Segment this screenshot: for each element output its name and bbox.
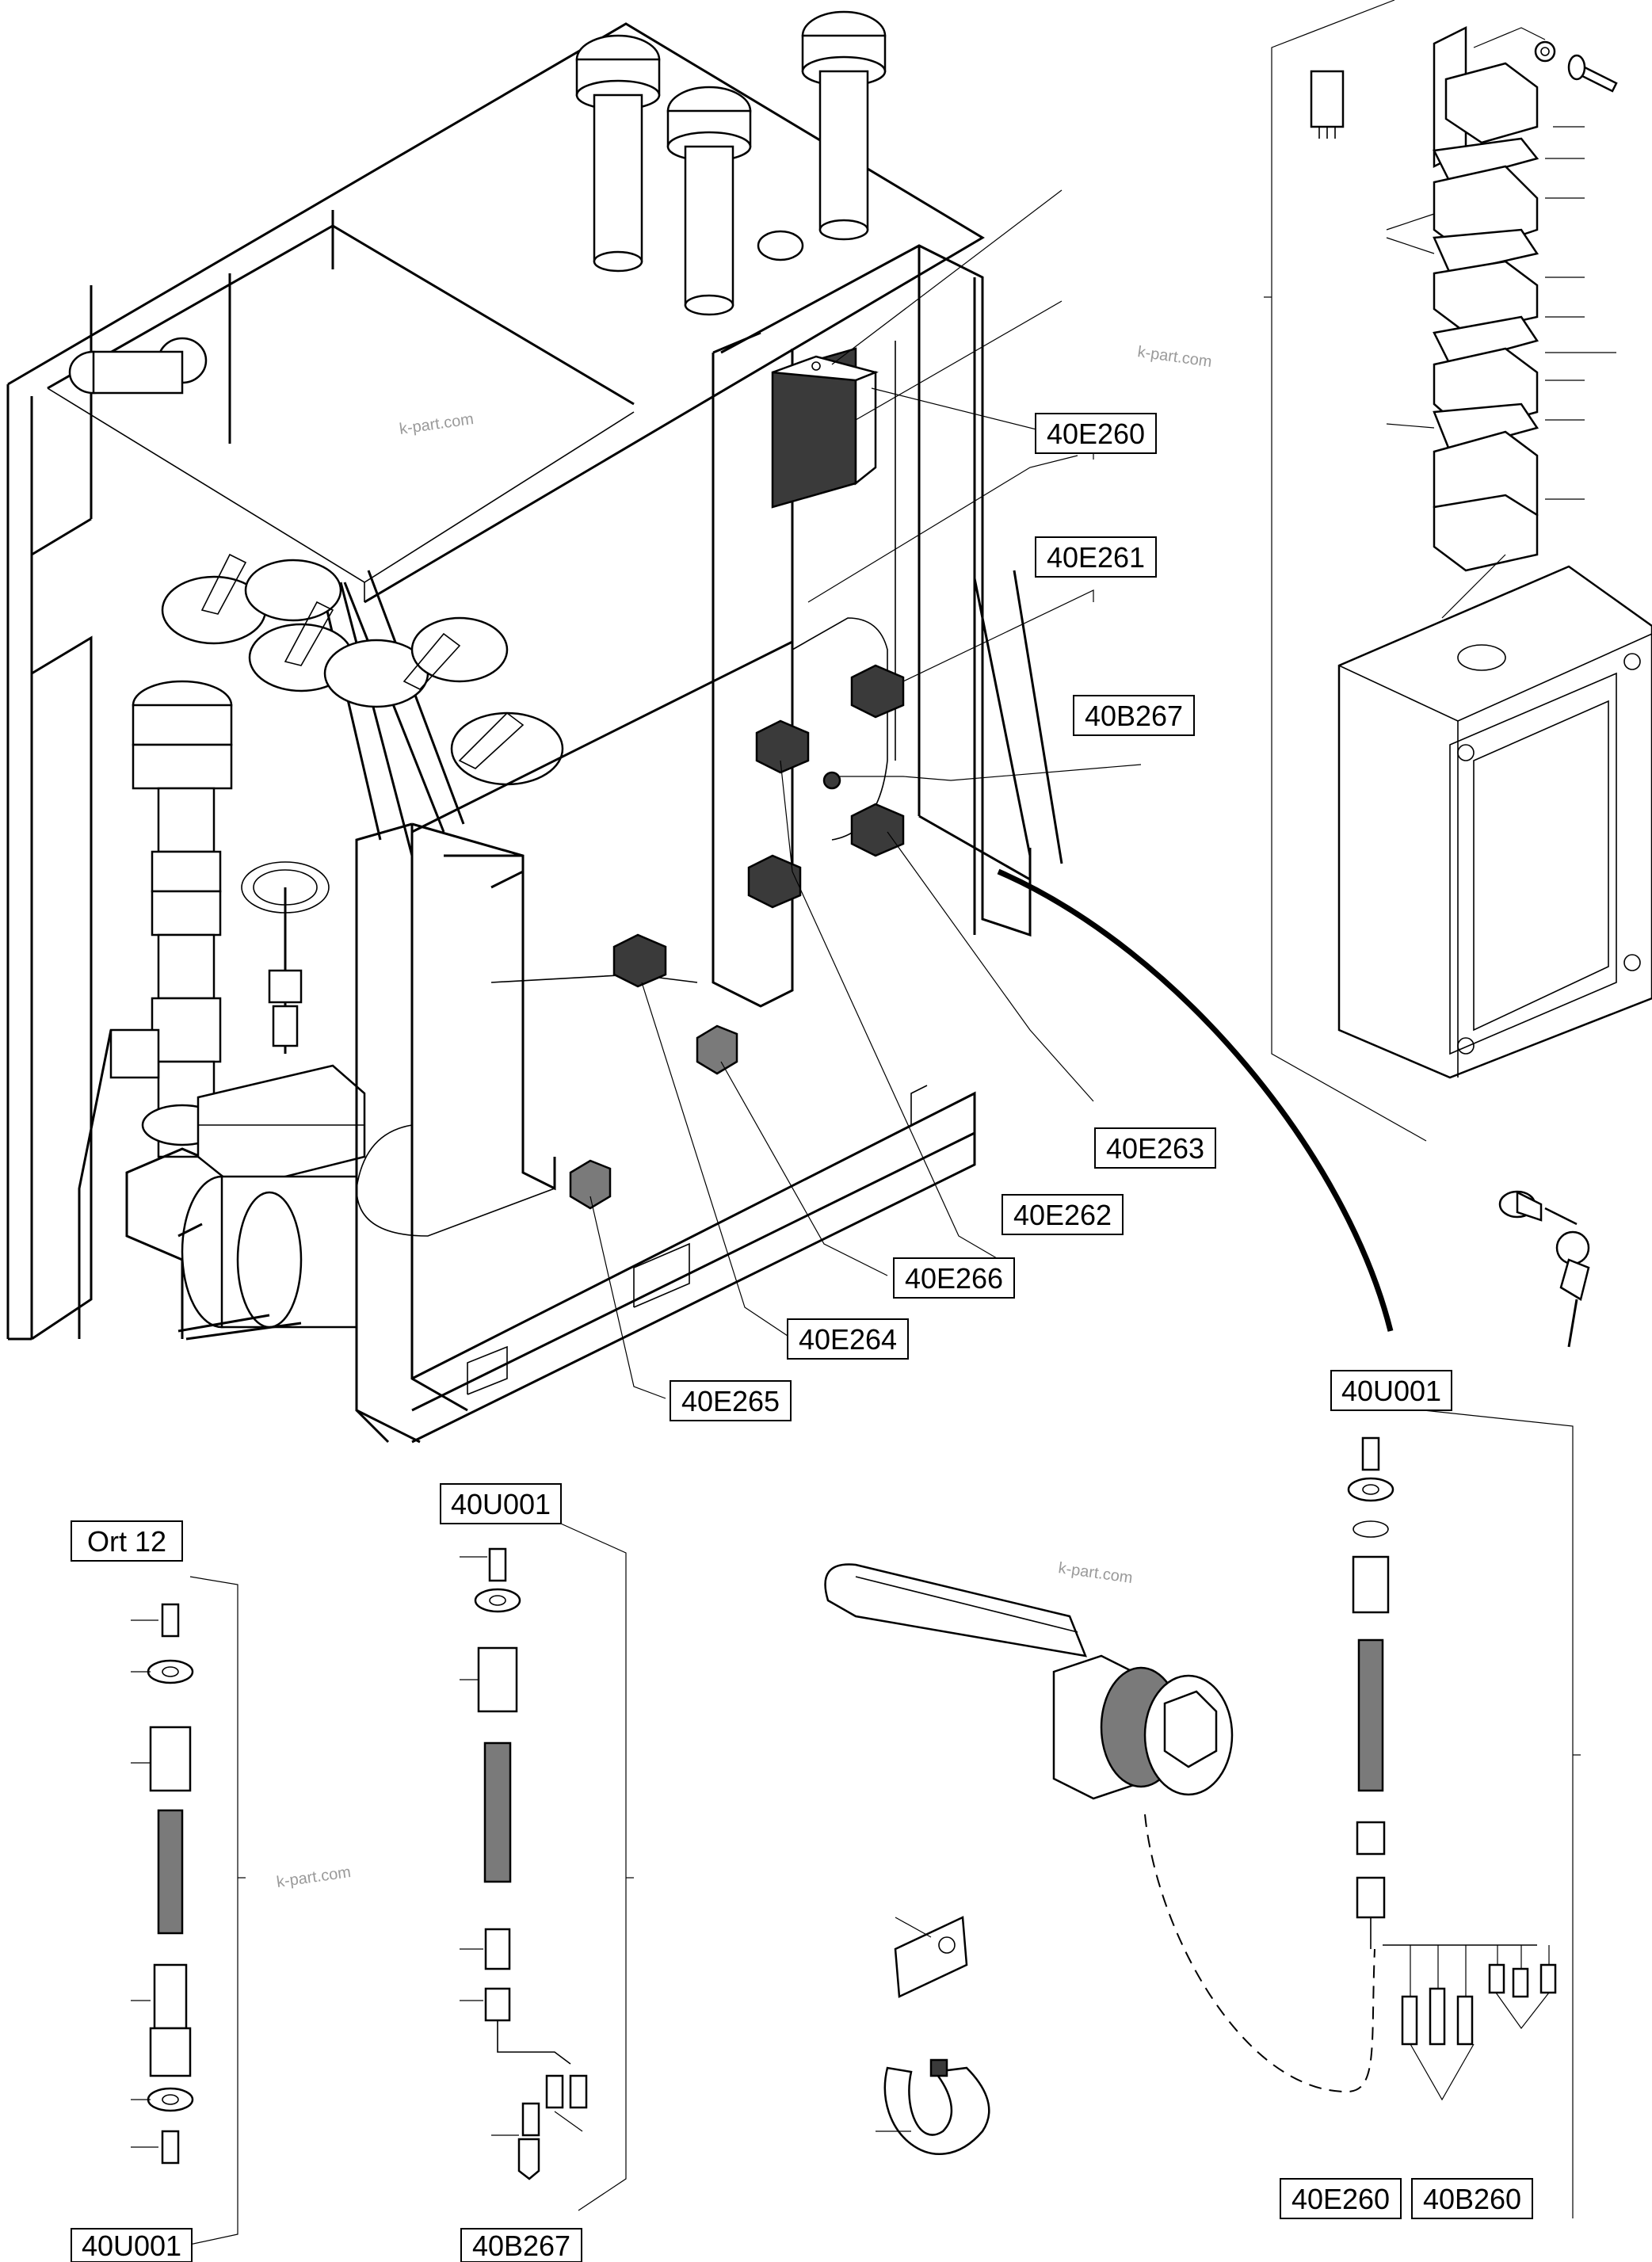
label-40U001-middle: 40U001	[440, 1483, 562, 1524]
label-text: Ort 12	[87, 1525, 166, 1558]
label-text: 40E266	[905, 1262, 1003, 1295]
cabinet-frame	[6, 22, 985, 1341]
label-text: 40E263	[1106, 1132, 1204, 1165]
enclosure-box	[1337, 554, 1652, 1348]
label-40B267-top: 40B267	[1073, 695, 1195, 736]
watermark-2: k-part.com	[1136, 343, 1213, 371]
label-40E262: 40E262	[1002, 1194, 1124, 1235]
heating-element	[824, 1563, 1375, 2155]
connector-stack-right	[1347, 1406, 1581, 2218]
terminal-block-assembly	[1264, 0, 1618, 1142]
label-40U001-right: 40U001	[1330, 1370, 1452, 1411]
top-cylinders	[575, 10, 887, 316]
drain-bowls	[68, 337, 564, 786]
label-text: 40B267	[472, 2230, 570, 2262]
boiler-cabinet-assembly	[6, 10, 1394, 1444]
label-text: 40E264	[799, 1323, 897, 1356]
label-40E266: 40E266	[893, 1257, 1015, 1299]
label-text: 40E262	[1013, 1199, 1112, 1231]
gate-valve	[177, 861, 366, 1341]
label-40E263: 40E263	[1094, 1127, 1216, 1169]
label-ort12: Ort 12	[71, 1520, 183, 1562]
watermark-3: k-part.com	[1057, 1559, 1134, 1587]
label-40E260-bottom: 40E260	[1280, 2178, 1402, 2219]
watermark-4: k-part.com	[276, 1863, 353, 1891]
label-text: 40E260	[1047, 418, 1145, 450]
connector-stack-middle	[460, 1516, 634, 2211]
label-40E260-top: 40E260	[1035, 413, 1157, 454]
label-text: 40E265	[681, 1385, 780, 1417]
label-40E265: 40E265	[670, 1380, 792, 1421]
label-text: 40U001	[451, 1488, 551, 1520]
label-text: 40U001	[82, 2230, 181, 2262]
junction-box	[771, 347, 879, 509]
label-40B267-bottom: 40B267	[460, 2228, 582, 2262]
label-text: 40E261	[1047, 541, 1145, 574]
watermark-1: k-part.com	[399, 410, 475, 438]
label-text: 40B267	[1085, 700, 1183, 732]
cable-to-control-unit	[997, 868, 1394, 1332]
label-text: 40B260	[1423, 2183, 1521, 2215]
label-text: 40E260	[1291, 2183, 1390, 2215]
label-40B260: 40B260	[1411, 2178, 1533, 2219]
heater-nuts	[569, 664, 905, 1210]
connector-stack-ort12	[131, 1576, 246, 2247]
label-40E261: 40E261	[1035, 536, 1157, 578]
label-40E264: 40E264	[787, 1318, 909, 1360]
label-text: 40U001	[1341, 1375, 1441, 1407]
label-40U001-bottom-left: 40U001	[71, 2228, 193, 2262]
left-pipe-column	[78, 680, 239, 1339]
